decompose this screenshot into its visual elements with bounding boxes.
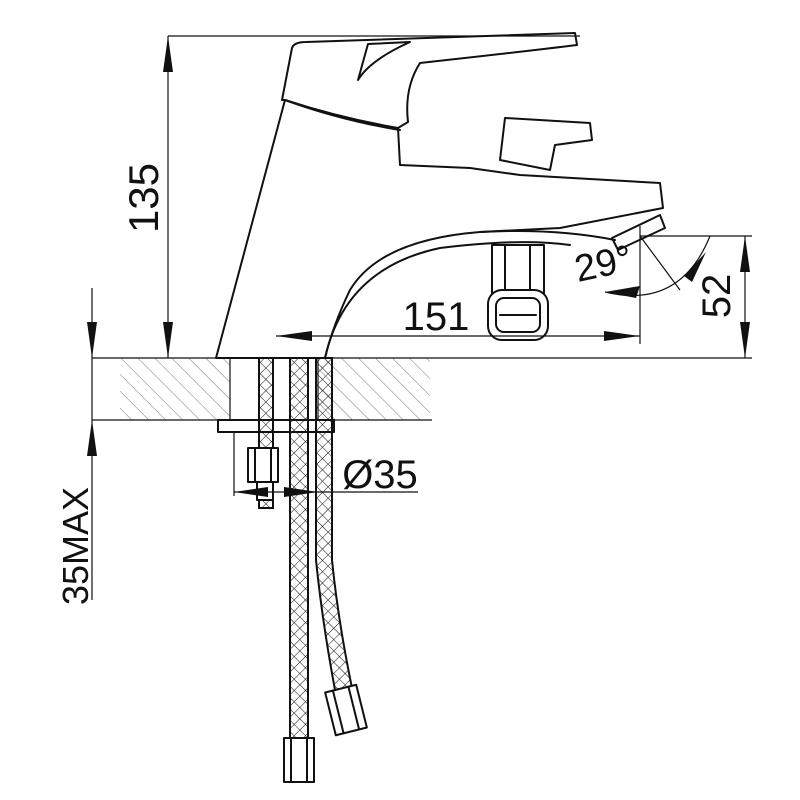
- diameter-label: Ø35: [342, 453, 418, 497]
- spout-height-label: 52: [695, 274, 739, 319]
- angle-label: 29°: [571, 238, 636, 291]
- countertop: [92, 357, 752, 421]
- dimension-spout-height: [640, 235, 752, 358]
- faucet-body: [215, 32, 666, 359]
- height-label: 135: [120, 163, 167, 233]
- dimension-diameter: [233, 432, 418, 497]
- dimension-angle: [604, 235, 711, 298]
- dimension-height: [163, 35, 580, 358]
- reach-label: 151: [403, 295, 470, 339]
- mounting-assembly: [217, 357, 368, 783]
- dimension-thickness: [87, 288, 97, 600]
- dimension-reach: [276, 226, 641, 344]
- pop-up-rod: [487, 244, 549, 341]
- thickness-label: 35MAX: [55, 487, 96, 605]
